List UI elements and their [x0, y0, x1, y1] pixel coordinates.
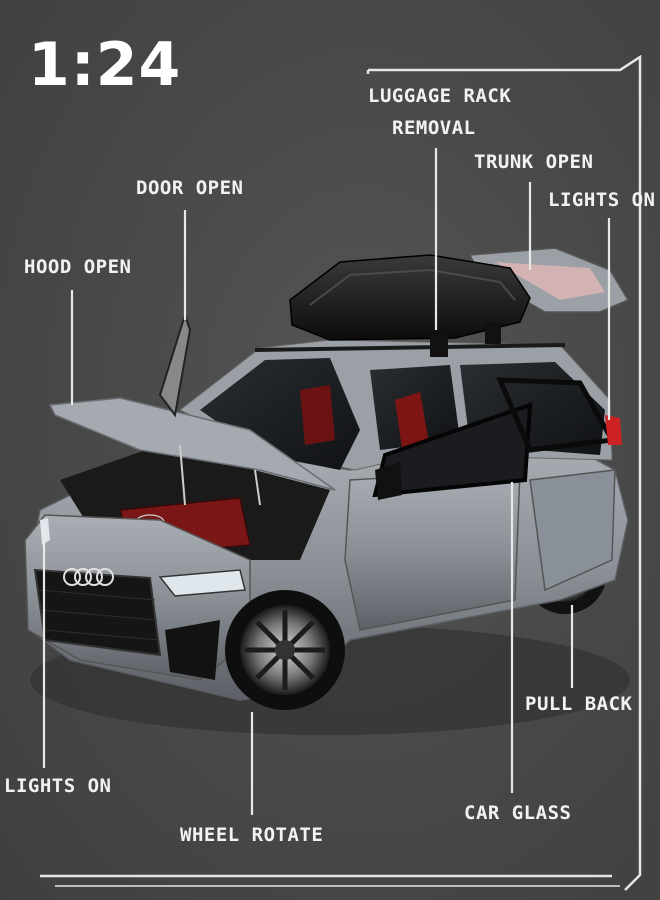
callout-lines [42, 148, 611, 815]
car-model [24, 247, 630, 710]
callout-pull-back: PULL BACK [525, 693, 633, 715]
callout-wheel-rotate: WHEEL ROTATE [180, 824, 324, 846]
callout-lights-on-front: LIGHTS ON [4, 775, 112, 797]
callout-luggage-rack-line1: LUGGAGE RACK [368, 85, 512, 107]
callout-car-glass: CAR GLASS [464, 802, 572, 824]
callout-lights-on-rear: LIGHTS ON [548, 189, 656, 211]
callout-luggage-rack: LUGGAGE RACK [368, 82, 511, 110]
frame-lines [40, 54, 642, 891]
callout-door-open: DOOR OPEN [136, 177, 244, 199]
brand-rings [63, 568, 114, 586]
callout-trunk-open: TRUNK OPEN [474, 151, 594, 173]
scale-ratio-label: 1:24 [28, 30, 182, 100]
callout-hood-open: HOOD OPEN [24, 256, 132, 278]
front-headlight [158, 569, 246, 597]
rear-light [605, 415, 622, 445]
callout-luggage-rack-line2: REMOVAL [392, 117, 476, 139]
